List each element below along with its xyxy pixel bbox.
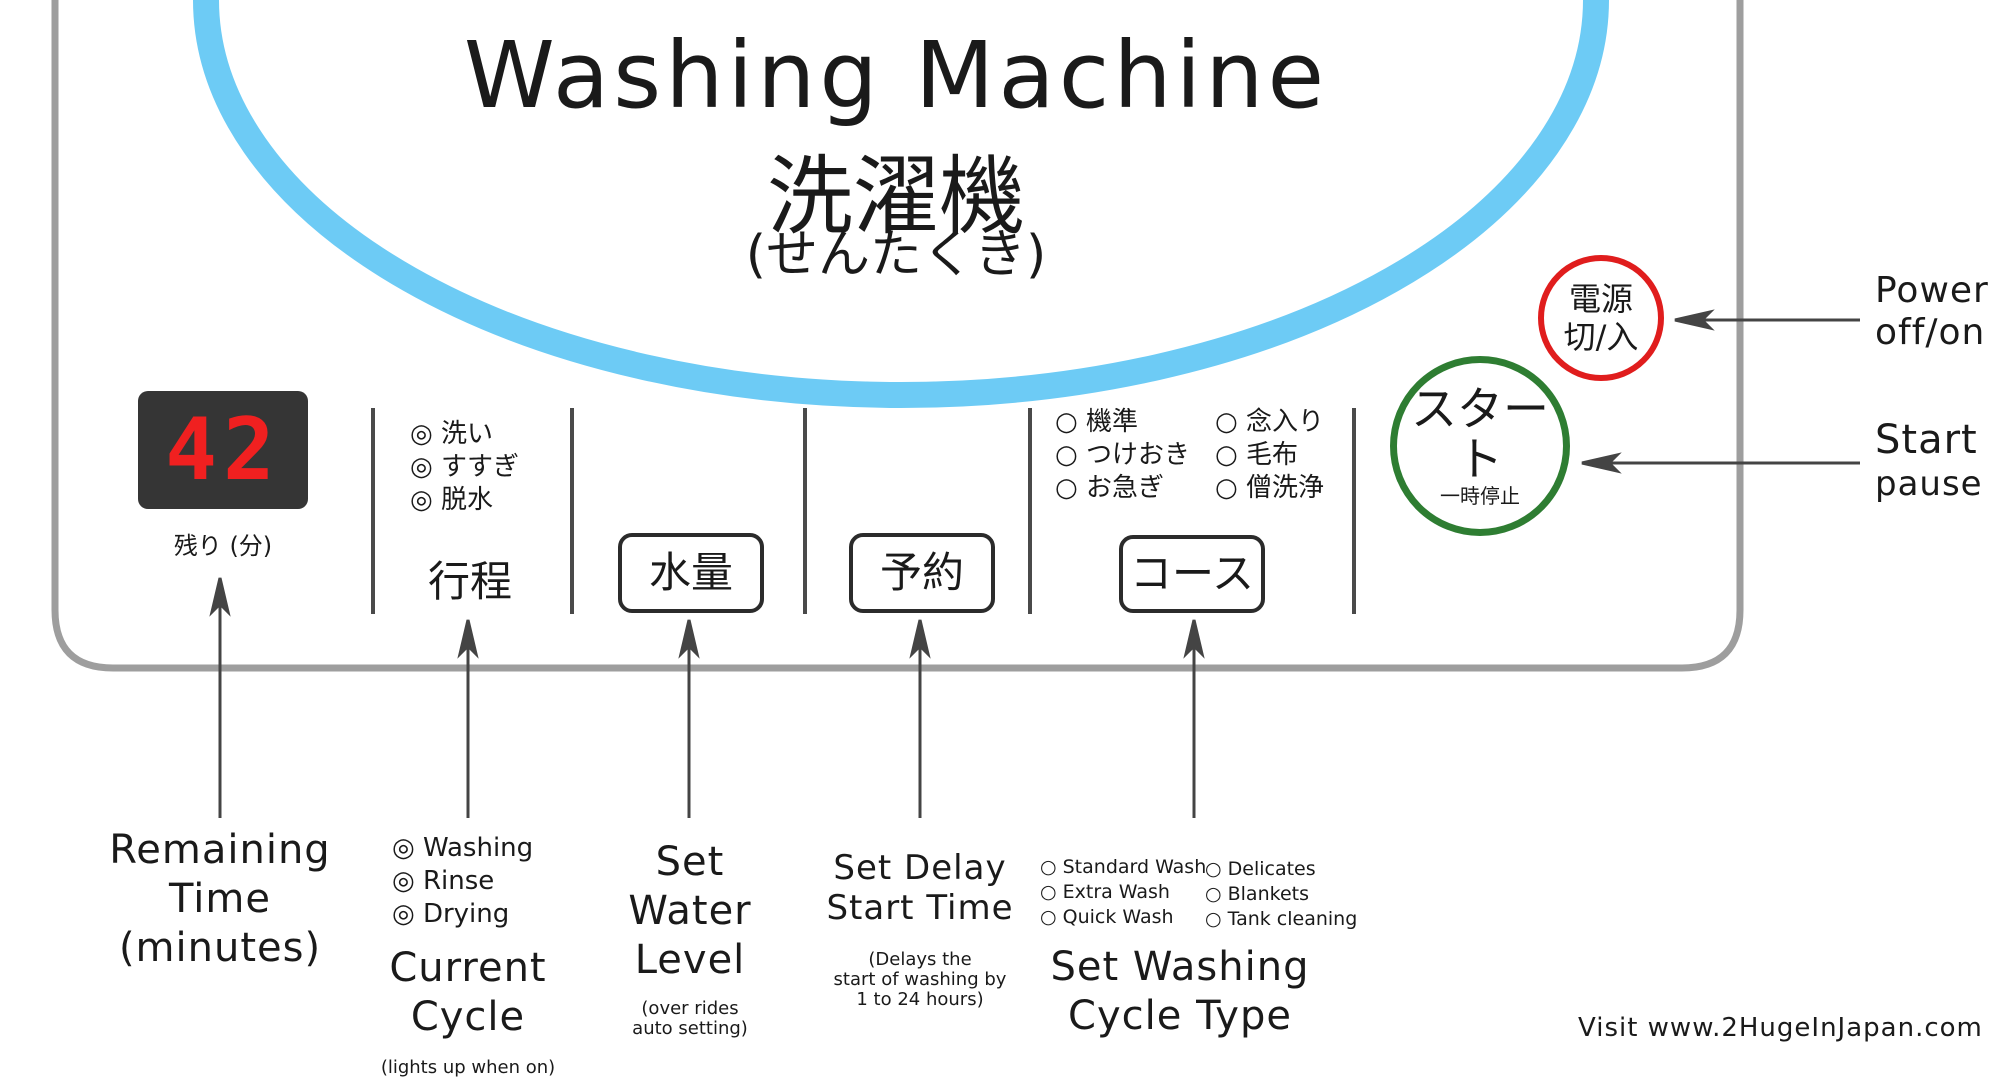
- legend-delay-start: Set Delay Start Time: [800, 848, 1040, 928]
- course-option: ○ 機準: [1055, 407, 1138, 437]
- legend-remaining-time: Remaining Time (minutes): [90, 826, 350, 973]
- legend-note-line: (over rides: [641, 998, 739, 1019]
- course-option: ○ 僧洗浄: [1215, 473, 1324, 503]
- cycle-indicator-rinse: ◎ すすぎ: [410, 452, 519, 482]
- remaining-time-display: 42: [138, 391, 308, 509]
- start-annotation: Start pause: [1875, 418, 1983, 506]
- legend-cycle-options: ◎ Washing ◎ Rinse ◎ Drying: [392, 832, 533, 931]
- power-button-line1: 電源: [1568, 280, 1633, 318]
- cycle-button-label[interactable]: 行程: [427, 557, 512, 606]
- power-button-line2: 切/入: [1563, 318, 1639, 356]
- power-button[interactable]: 電源 切/入: [1538, 255, 1664, 381]
- arrow-head: [1581, 452, 1622, 474]
- start-annotation-line: pause: [1875, 464, 1983, 504]
- water-level-button[interactable]: 水量: [618, 533, 764, 613]
- title-japanese: 洗濯機: [767, 147, 1025, 247]
- course-option: ○ 念入り: [1215, 407, 1324, 437]
- legend-note-line: 1 to 24 hours): [856, 989, 984, 1010]
- legend-cycle-option: ◎ Rinse: [392, 866, 495, 896]
- start-button-label: スタート: [1411, 382, 1549, 486]
- legend-water-level: Set Water Level: [590, 838, 790, 985]
- legend-line: Start Time: [826, 888, 1014, 928]
- legend-line: (minutes): [118, 925, 322, 971]
- power-annotation: Power off/on: [1875, 270, 1989, 354]
- legend-course-option: ○ Tank cleaning: [1205, 908, 1358, 930]
- legend-current-cycle: Current Cycle: [348, 944, 588, 1042]
- legend-course-option: ○ Delicates: [1205, 858, 1316, 880]
- power-annotation-line: Power: [1875, 270, 1989, 311]
- legend-course-option: ○ Quick Wash: [1040, 906, 1174, 928]
- course-options-right: ○ 念入り ○ 毛布 ○ 僧洗浄: [1215, 406, 1324, 505]
- arrow-head: [209, 577, 231, 617]
- legend-note-line: start of washing by: [833, 969, 1007, 990]
- title-kana: (せんたくき): [745, 225, 1047, 285]
- power-annotation-line: off/on: [1875, 312, 1986, 353]
- legend-course-left: ○ Standard Wash ○ Extra Wash ○ Quick Was…: [1040, 855, 1206, 930]
- legend-line: Set: [655, 839, 725, 885]
- course-option: ○ つけおき: [1055, 440, 1190, 470]
- legend-cycle-option: ◎ Drying: [392, 899, 510, 929]
- remaining-time-label: 残り (分): [173, 532, 273, 560]
- course-option: ○ 毛布: [1215, 440, 1298, 470]
- arrow-head: [678, 619, 700, 659]
- legend-line: Set Washing: [1050, 944, 1310, 990]
- cycle-indicator-wash: ◎ 洗い: [410, 419, 493, 449]
- legend-course-option: ○ Extra Wash: [1040, 881, 1170, 903]
- legend-water-note: (over rides auto setting): [590, 999, 790, 1039]
- legend-line: Level: [634, 937, 746, 983]
- delay-start-button[interactable]: 予約: [849, 533, 995, 613]
- legend-note-line: (Delays the: [868, 949, 972, 970]
- arrow-head: [1183, 619, 1205, 659]
- legend-note-line: auto setting): [632, 1018, 748, 1039]
- cycle-indicator-list: ◎ 洗い ◎ すすぎ ◎ 脱水: [410, 418, 519, 517]
- start-button[interactable]: スタート 一時停止: [1390, 356, 1570, 536]
- legend-course-option: ○ Blankets: [1205, 883, 1309, 905]
- drum-lid-ring: [193, 0, 1609, 408]
- course-button[interactable]: コース: [1119, 535, 1265, 613]
- footer-website[interactable]: Visit www.2HugeInJapan.com: [1578, 1013, 1983, 1043]
- control-panel-outline: [51, 0, 1744, 672]
- legend-line: Water: [628, 888, 752, 934]
- cycle-indicator-spin: ◎ 脱水: [410, 485, 493, 515]
- legend-line: Cycle Type: [1068, 993, 1292, 1039]
- legend-cycle-option: ◎ Washing: [392, 833, 534, 863]
- title-english: Washing Machine: [463, 22, 1329, 129]
- legend-course-title: Set Washing Cycle Type: [1040, 943, 1320, 1041]
- course-option: ○ お急ぎ: [1055, 473, 1164, 503]
- arrow-head: [457, 619, 479, 659]
- legend-line: Cycle: [410, 994, 526, 1040]
- legend-delay-note: (Delays the start of washing by 1 to 24 …: [800, 950, 1040, 1010]
- legend-course-option: ○ Standard Wash: [1040, 856, 1207, 878]
- arrow-head: [1674, 309, 1715, 331]
- legend-line: Time: [169, 876, 271, 922]
- legend-line: Set Delay: [833, 848, 1007, 888]
- arrow-head: [909, 619, 931, 659]
- legend-line: Remaining: [109, 827, 331, 873]
- legend-line: Current: [389, 945, 547, 991]
- legend-course-right: ○ Delicates ○ Blankets ○ Tank cleaning: [1205, 857, 1357, 932]
- start-annotation-line: Start: [1875, 417, 1978, 463]
- legend-cycle-note: (lights up when on): [380, 1057, 556, 1078]
- pause-label: 一時停止: [1440, 484, 1520, 508]
- course-options-left: ○ 機準 ○ つけおき ○ お急ぎ: [1055, 406, 1190, 505]
